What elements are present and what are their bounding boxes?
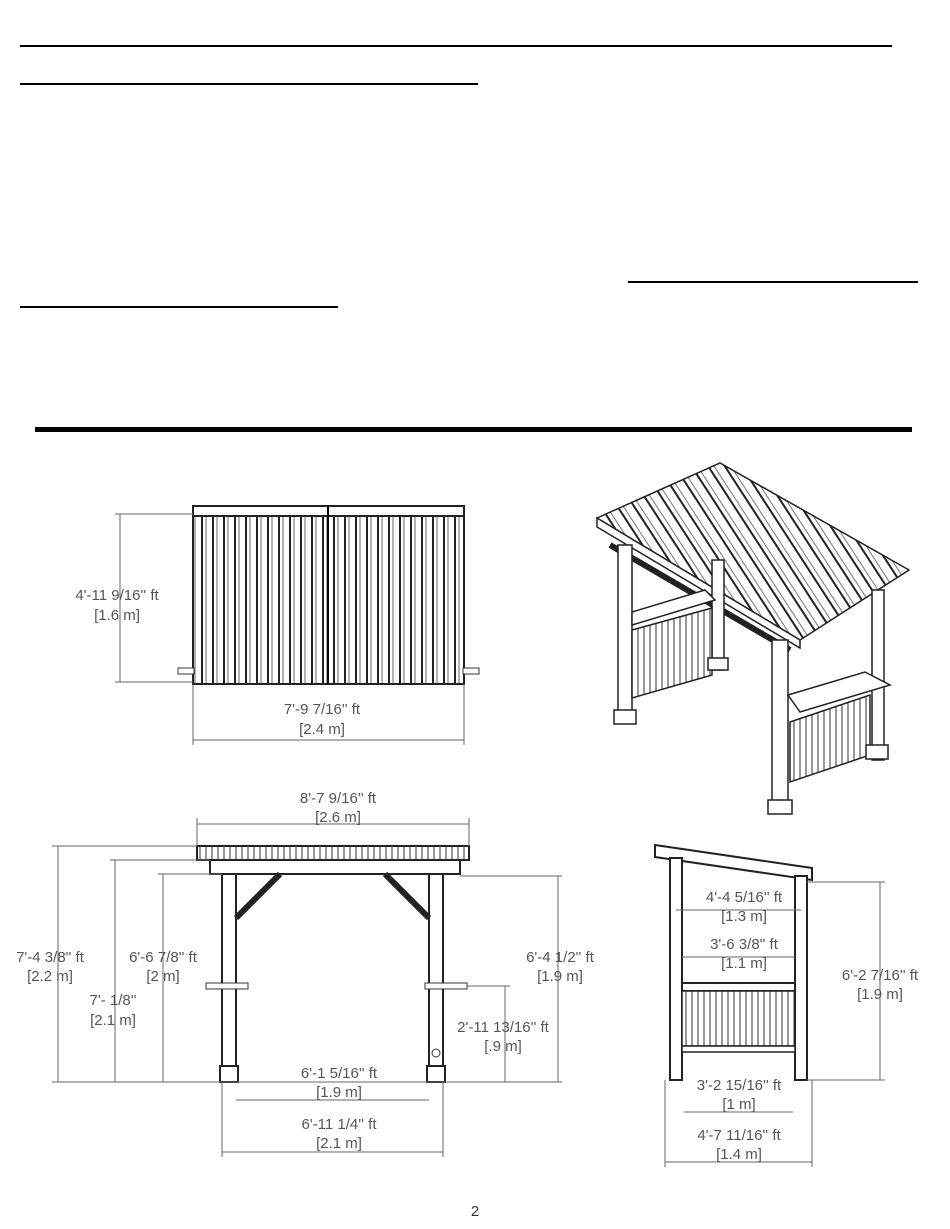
top-view: 4'-11 9/16'' ft [1.6 m] 7'-9 7/16'' ft [… xyxy=(75,505,480,745)
front-post-left xyxy=(221,873,237,1083)
side-roof xyxy=(654,843,813,882)
side-upper-depth-label: 4'-4 5/16'' ft xyxy=(706,889,783,906)
front-beam-height-label: 6'-6 7/8'' ft xyxy=(129,949,198,966)
front-brace-left xyxy=(233,871,283,921)
side-base-depth-label: 3'-2 15/16'' ft xyxy=(697,1077,782,1094)
perspective-bar-left xyxy=(631,589,717,627)
front-inner-width-label: 6'-1 5/16'' ft xyxy=(301,1065,378,1082)
perspective-foot-2 xyxy=(707,657,729,671)
page-number: 2 xyxy=(470,1203,480,1220)
front-brace-right xyxy=(382,871,432,921)
front-base-width-label: 6'-11 1/4'' ft xyxy=(301,1116,377,1133)
front-post-height-metric: [2.1 m] xyxy=(90,1012,136,1029)
side-view: 4'-4 5/16'' ft [1.3 m] 3'-6 3/8'' ft [1.… xyxy=(654,843,919,1167)
front-inner-width-metric: [1.9 m] xyxy=(316,1084,362,1101)
header-rule-3 xyxy=(628,281,918,283)
side-bar-top xyxy=(681,982,796,992)
front-overall-height-metric: [2.2 m] xyxy=(27,968,73,985)
side-overall-depth-label: 4'-7 11/16'' ft xyxy=(697,1127,781,1144)
front-right-height-metric: [1.9 m] xyxy=(537,968,583,985)
perspective-foot-3 xyxy=(767,799,793,815)
front-roof xyxy=(196,845,470,861)
perspective-roof-fascia xyxy=(596,516,801,650)
side-overall-depth-metric: [1.4 m] xyxy=(716,1146,762,1163)
side-height-label: 6'-2 7/16'' ft xyxy=(842,967,919,984)
perspective-bar-right xyxy=(786,671,892,713)
front-view: 8'-7 9/16'' ft [2.6 m] 7'-4 3/8'' ft [2.… xyxy=(16,790,595,1157)
side-bar-panel xyxy=(681,990,796,1047)
front-post-hole xyxy=(431,1048,441,1058)
header-rule-1 xyxy=(20,45,892,47)
front-bar-height-label: 2'-11 13/16'' ft xyxy=(457,1019,550,1036)
header-rule-4 xyxy=(20,306,338,308)
side-height-metric: [1.9 m] xyxy=(857,986,903,1003)
side-post-right xyxy=(794,875,808,1081)
top-left-stub xyxy=(177,667,195,675)
top-width-label: 7'-9 7/16'' ft xyxy=(284,701,361,718)
side-base-depth-metric: [1 m] xyxy=(722,1096,755,1113)
header-rule-2 xyxy=(20,83,478,85)
perspective-post-back-right xyxy=(871,589,885,761)
section-divider xyxy=(35,427,912,432)
top-height-metric: [1.6 m] xyxy=(94,607,140,624)
front-beam xyxy=(209,859,461,875)
perspective-post-front-right xyxy=(771,639,789,811)
front-bar-right xyxy=(424,982,468,990)
front-overall-width-label: 8'-7 9/16'' ft xyxy=(300,790,377,807)
front-bar-left xyxy=(205,982,249,990)
front-foot-left xyxy=(219,1065,239,1083)
side-post-left xyxy=(669,857,683,1081)
top-right-stub xyxy=(462,667,480,675)
front-bar-height-metric: [.9 m] xyxy=(484,1038,522,1055)
side-bar-rail xyxy=(681,1045,796,1053)
top-height-label: 4'-11 9/16'' ft xyxy=(75,587,159,604)
front-right-height-label: 6'-4 1/2'' ft xyxy=(526,949,595,966)
side-middle-depth-label: 3'-6 3/8'' ft xyxy=(710,936,779,953)
side-middle-depth-metric: [1.1 m] xyxy=(721,955,767,972)
top-width-metric: [2.4 m] xyxy=(299,721,345,738)
perspective-post-back-left xyxy=(711,559,725,671)
front-base-width-metric: [2.1 m] xyxy=(316,1135,362,1152)
perspective-foot-1 xyxy=(613,709,637,725)
side-upper-depth-metric: [1.3 m] xyxy=(721,908,767,925)
perspective-foot-4 xyxy=(865,744,889,760)
front-overall-height-label: 7'-4 3/8'' ft xyxy=(16,949,85,966)
perspective-bar-panel-left xyxy=(631,607,713,699)
front-beam-height-metric: [2 m] xyxy=(146,968,179,985)
front-post-height-label: 7'- 1/8'' xyxy=(90,992,137,1009)
front-foot-right xyxy=(426,1065,446,1083)
front-overall-width-metric: [2.6 m] xyxy=(315,809,361,826)
perspective-view xyxy=(595,462,911,815)
perspective-post-front-left xyxy=(617,544,633,716)
